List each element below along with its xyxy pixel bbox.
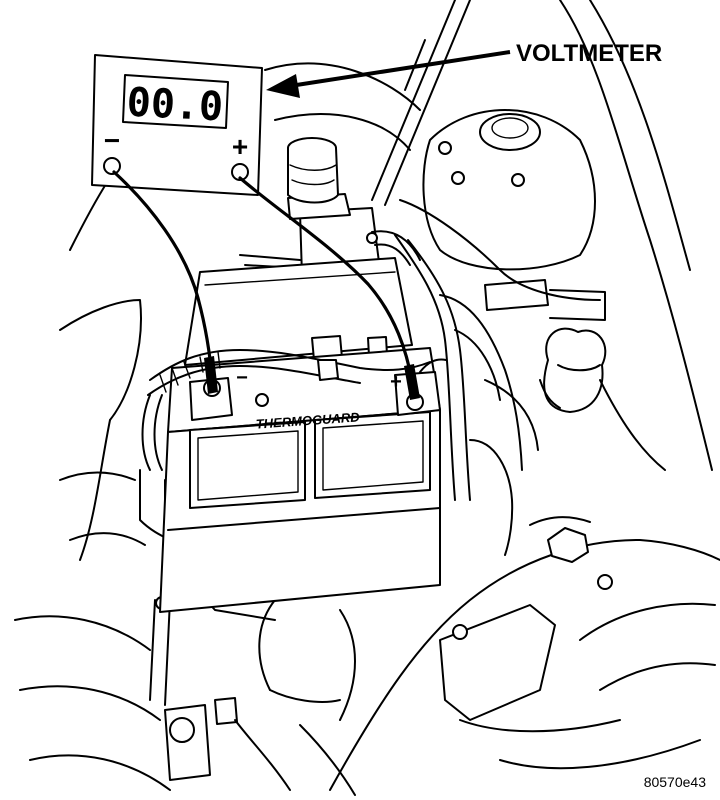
negative-test-lead	[112, 170, 214, 382]
battery-positive-post-label: +	[390, 371, 402, 393]
voltmeter-callout-label: VOLTMETER	[516, 40, 662, 67]
figure-id: 80570e43	[644, 774, 707, 790]
voltmeter-negative-jack	[103, 157, 121, 175]
voltmeter-display	[122, 74, 229, 129]
battery-negative-post-label: −	[236, 367, 248, 389]
positive-probe-tip	[404, 364, 420, 400]
voltmeter-callout-arrow	[266, 50, 511, 98]
voltmeter-negative-symbol: −	[104, 125, 120, 156]
battery-brand-label: THERMOGUARD	[255, 409, 360, 431]
relay-module	[239, 137, 421, 277]
voltmeter	[91, 54, 263, 196]
voltmeter-positive-symbol: +	[232, 131, 248, 162]
battery-cell-right	[314, 411, 431, 499]
crossmember-bracket	[439, 604, 556, 721]
battery-cell-left	[189, 421, 306, 509]
bolt	[169, 717, 195, 743]
engine-bay-background	[14, 0, 720, 796]
battery-cover	[184, 257, 413, 366]
nut	[547, 527, 589, 563]
strut-mount-cap	[479, 113, 541, 151]
positive-test-lead	[238, 176, 416, 396]
battery	[141, 257, 447, 613]
negative-probe-tip	[204, 356, 218, 394]
reservoir-cap	[543, 327, 607, 413]
voltmeter-reading: 00.0	[126, 80, 225, 131]
